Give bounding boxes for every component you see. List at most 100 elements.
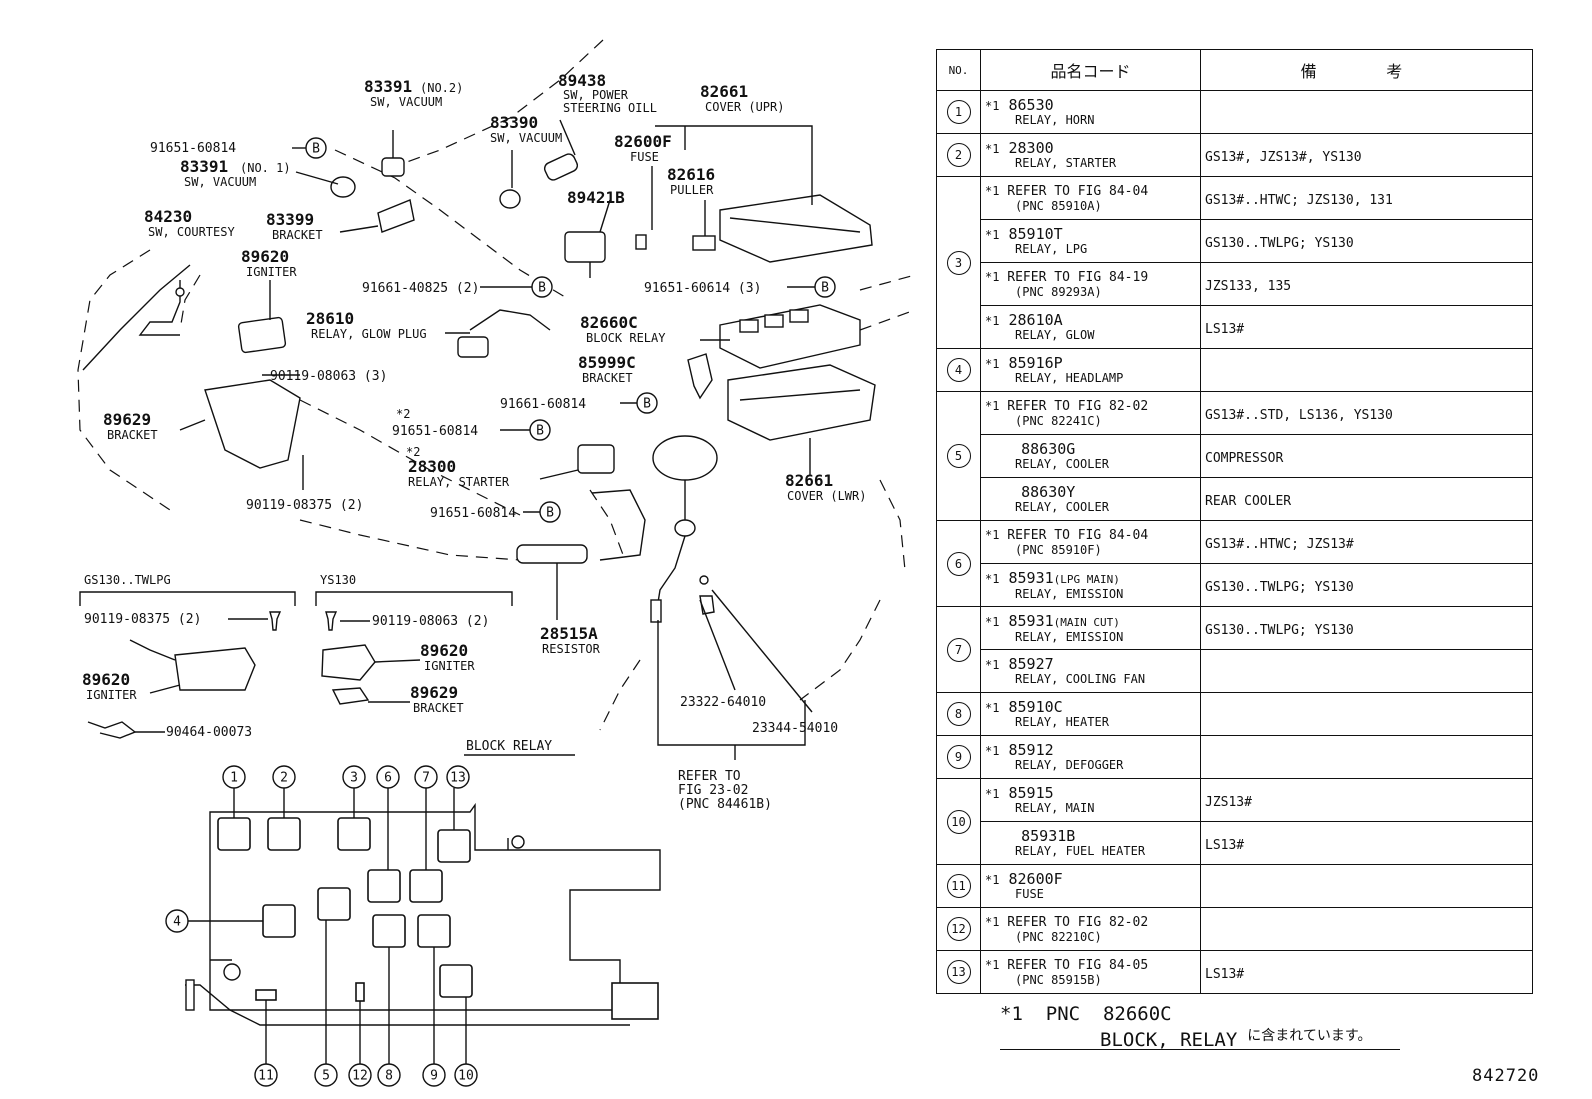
callout-num: 82600F: [614, 132, 672, 151]
variant-bolt: 90119-08063 (2): [372, 614, 489, 629]
igniter-89620: [564, 231, 606, 278]
remark-cell: LS13#: [1200, 950, 1533, 994]
svg-text:B: B: [643, 397, 651, 412]
svg-text:10: 10: [458, 1069, 474, 1084]
callout-desc: SW, POWER: [563, 88, 629, 102]
part-code-note: (MAIN CUT): [1053, 615, 1120, 629]
header-code: 品名コード: [980, 49, 1201, 91]
variant-bracket-desc: BRACKET: [413, 701, 464, 715]
footnote-line2: BLOCK, RELAY: [1100, 1029, 1238, 1051]
callout-desc: IGNITER: [246, 265, 297, 279]
remark-cell: GS13#..HTWC; JZS130, 131: [1200, 176, 1533, 220]
part-description: FUSE: [1015, 887, 1044, 901]
row-number: 9: [946, 745, 971, 769]
row-number: 6: [946, 551, 971, 576]
callout-num: 82616: [667, 165, 715, 184]
remark-cell: GS130..TWLPG; YS130: [1200, 606, 1533, 650]
callout-num: 82661: [700, 82, 748, 101]
callout-num: *2: [396, 407, 410, 421]
remark-cell: [1200, 348, 1533, 392]
part-description: RELAY, LPG: [1015, 242, 1088, 256]
glow-plug-relay-28610: [457, 309, 551, 358]
part-code-cell: *1 85931(LPG MAIN)RELAY, EMISSION: [980, 563, 1201, 607]
part-code: 85927: [1008, 655, 1054, 673]
row-number-cell: 12: [936, 907, 981, 951]
part-description: RELAY, HEADLAMP: [1015, 371, 1124, 385]
part-code-line: *1 85931(LPG MAIN): [985, 570, 1196, 588]
variant-gs130: GS130..TWLPG 90119-08375 (2) 89620 IGNIT…: [79, 573, 296, 740]
part-code: 86530: [1008, 96, 1054, 114]
remark-cell: JZS133, 135: [1200, 262, 1533, 306]
footnote-marker: *1: [985, 228, 1000, 242]
svg-text:2: 2: [280, 771, 288, 786]
remark-text: GS13#..HTWC; JZS130, 131: [1205, 192, 1393, 208]
callout-num: 23344-54010: [752, 721, 838, 736]
relay-socket: [417, 914, 451, 948]
part-code-line: *1 REFER TO FIG 84-04: [985, 183, 1196, 200]
bolt-marker: B: [531, 276, 553, 298]
callout-num: 91661-40825 (2): [362, 281, 479, 296]
row-number: 1: [946, 100, 971, 124]
bolt-marker: B: [529, 419, 551, 441]
remark-cell: GS13#..HTWC; JZS13#: [1200, 520, 1533, 564]
header-no: NO.: [936, 49, 981, 91]
footnote-marker: *1: [985, 614, 1000, 629]
part-code: 85912: [1008, 741, 1054, 759]
row-number-cell: 1: [936, 90, 981, 134]
callout-desc: BRACKET: [107, 428, 158, 442]
relay-socket: [437, 829, 471, 863]
figure-id: 842720: [1472, 1066, 1540, 1086]
part-description: RELAY, FUEL HEATER: [1015, 844, 1146, 858]
callout-desc: COVER (UPR): [705, 100, 784, 114]
part-code-line: *1 86530: [985, 97, 1196, 114]
remark-cell: JZS13#: [1200, 778, 1533, 822]
remark-text: JZS133, 135: [1205, 278, 1292, 294]
socket-number: 2: [272, 765, 296, 789]
footnote-marker: *1: [985, 958, 1000, 972]
table-row: 3*1 REFER TO FIG 84-04(PNC 85910A)GS13#.…: [936, 176, 1533, 349]
starter-relay-28300: [577, 444, 615, 474]
part-description: RELAY, GLOW: [1015, 328, 1095, 342]
part-code-line: *1 82600F: [985, 871, 1196, 888]
callout-num: 91651-60814: [430, 506, 516, 521]
row-number: 4: [946, 358, 971, 382]
variant-bracket-num: 89629: [410, 683, 458, 702]
relay-socket: [317, 887, 351, 921]
remark-text: COMPRESSOR: [1205, 450, 1284, 466]
row-number-cell: 10: [936, 778, 981, 865]
relay-socket: [267, 817, 301, 851]
table-row: 5*1 REFER TO FIG 82-02(PNC 82241C)GS13#.…: [936, 391, 1533, 521]
part-code-line: *1 85927: [985, 656, 1196, 673]
part-description: RELAY, HEATER: [1015, 715, 1109, 729]
part-description: RELAY, DEFOGGER: [1015, 758, 1124, 772]
part-description: RELAY, EMISSION: [1015, 586, 1124, 601]
part-code: 88630Y: [1021, 483, 1076, 501]
footnote-marker: *1: [985, 99, 1000, 113]
remark-cell: LS13#: [1200, 305, 1533, 349]
part-code: 28610A: [1008, 311, 1063, 329]
part-code: REFER TO FIG 84-19: [1007, 270, 1149, 285]
part-code-cell: *1 REFER TO FIG 84-04(PNC 85910F): [980, 520, 1201, 564]
socket-number: 6: [376, 765, 400, 789]
relay-socket: [372, 914, 406, 948]
remark-text: GS13#, JZS13#, YS130: [1205, 149, 1362, 165]
socket-number: 11: [254, 1063, 278, 1087]
remark-cell: [1200, 692, 1533, 736]
footnote-marker: *1: [985, 658, 1000, 672]
callout-desc: PULLER: [670, 183, 714, 197]
part-code: REFER TO FIG 84-04: [1007, 528, 1149, 543]
row-number: 13: [946, 960, 971, 984]
row-number-cell: 7: [936, 606, 981, 693]
callout-desc: STEERING OILL: [563, 101, 657, 115]
part-description: RELAY, MAIN: [1015, 801, 1095, 815]
variant-ys130: YS130 90119-08063 (2) 89620 IGNITER 8962…: [315, 573, 513, 715]
part-code: 28300: [1008, 139, 1054, 157]
part-code: 85931B: [1021, 827, 1076, 845]
